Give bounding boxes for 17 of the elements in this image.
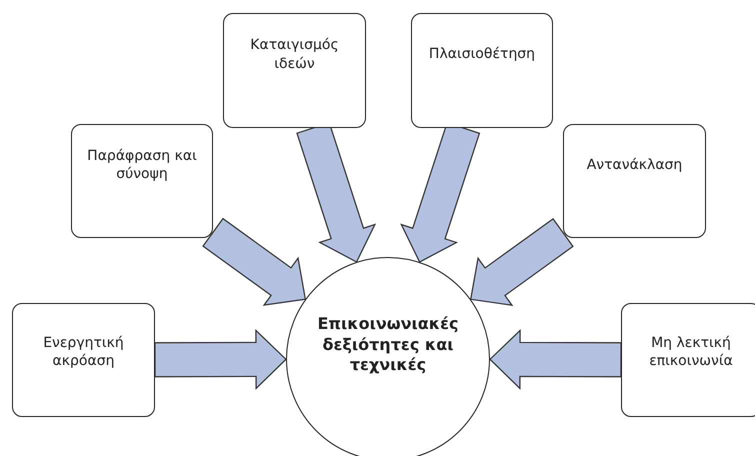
node-label: Παράφραση και σύνοψη [86,146,198,184]
block-arrow [489,329,622,390]
block-arrow [202,218,306,306]
block-arrow [470,218,574,306]
rounded-box [71,124,213,238]
rounded-box [563,124,706,238]
node-label: Αντανάκλαση [586,156,682,174]
node-label: Καταιγισμός ιδεών [249,36,340,73]
node-label: Πλαισιοθέτηση [428,45,536,64]
rounded-box [12,303,155,417]
rounded-box [411,13,553,128]
rounded-box [621,303,755,417]
node-label: Μη λεκτική επικοινωνία [648,334,734,370]
node-label: Ενεργητική ακρόαση [42,334,125,370]
rounded-box [223,13,366,128]
center-label: Επικοινωνιακές δεξιότητες και τεχνικές [316,314,460,376]
block-arrow [154,329,287,390]
